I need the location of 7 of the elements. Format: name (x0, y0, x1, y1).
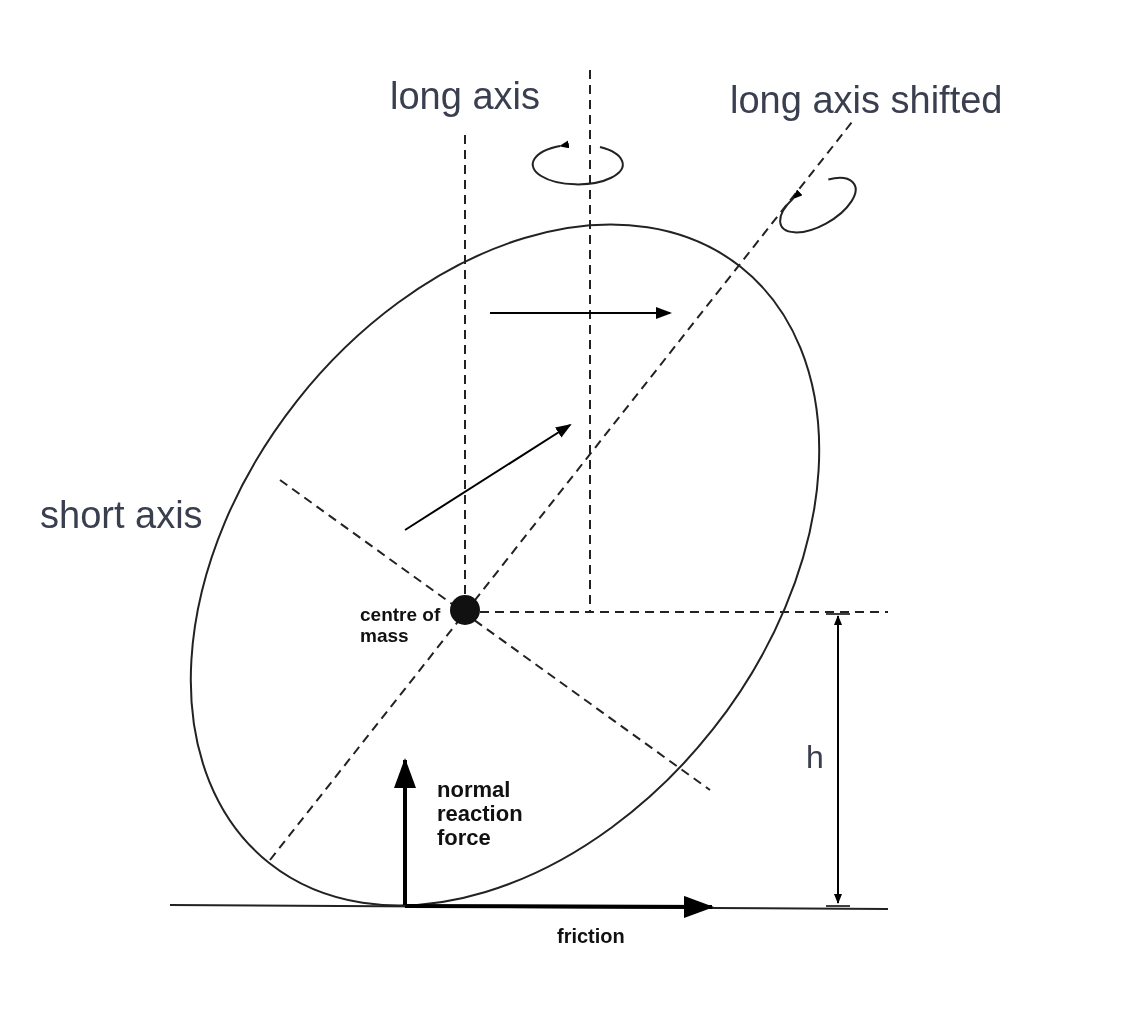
point-label: centre of mass (360, 605, 442, 647)
force-label: friction (557, 925, 625, 947)
axis-label: long axis shifted (730, 80, 1003, 122)
force-label: normal reaction force (437, 778, 524, 851)
dimension-label: h (806, 740, 824, 776)
axis-label: short axis (40, 495, 203, 537)
axis-label: long axis (390, 76, 540, 118)
